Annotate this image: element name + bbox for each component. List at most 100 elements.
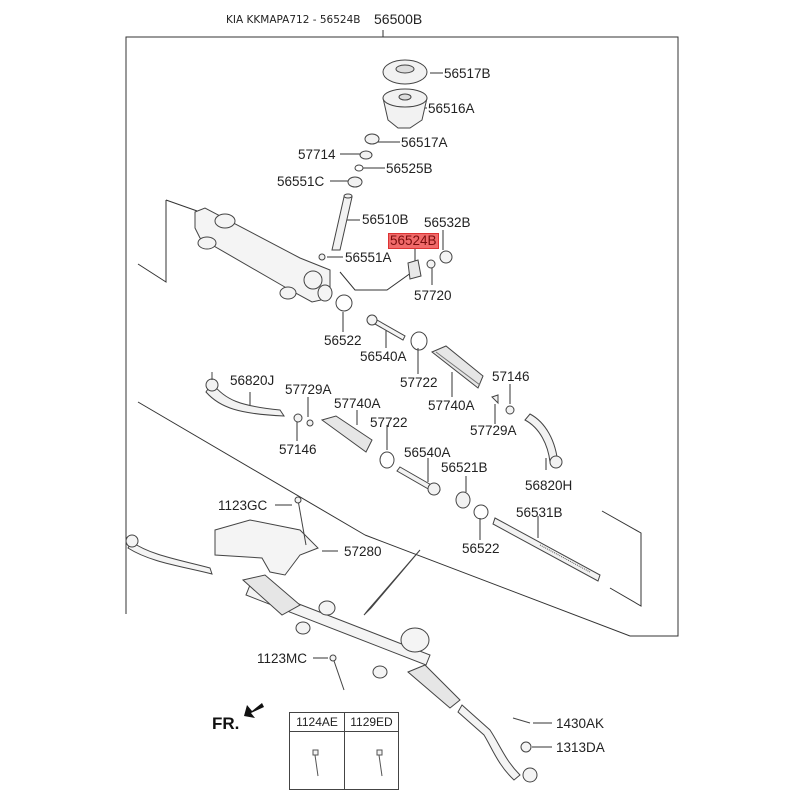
callout-57740A-right[interactable]: 57740A (428, 398, 475, 413)
callout-57146-left[interactable]: 57146 (279, 442, 317, 457)
mount-ear (214, 213, 236, 229)
callout-57280[interactable]: 57280 (344, 544, 382, 559)
part-56517A-bushing[interactable] (364, 133, 380, 145)
part-56524B-yoke[interactable] (407, 259, 422, 280)
mount-ear (197, 236, 217, 250)
callout-1123GC[interactable]: 1123GC (218, 498, 268, 513)
callout-56517A[interactable]: 56517A (401, 135, 448, 150)
callout-56522-upper[interactable]: 56522 (324, 333, 362, 348)
insulator-hole (398, 93, 412, 101)
part-56522-ring-upper[interactable] (335, 294, 353, 312)
callout-57714[interactable]: 57714 (298, 147, 336, 162)
part-56522-ring-low[interactable] (473, 504, 489, 520)
part-57722-clamp-left[interactable] (379, 451, 395, 469)
callout-56525B[interactable]: 56525B (386, 161, 433, 176)
part-57146-nut-left[interactable] (293, 413, 303, 423)
subassembly-outline (137, 200, 167, 283)
table-header-1129ED[interactable]: 1129ED (345, 713, 398, 732)
callout-57740A-left[interactable]: 57740A (334, 396, 381, 411)
callout-56551A[interactable]: 56551A (345, 250, 392, 265)
part-57740A-boot-left[interactable] (320, 415, 373, 453)
callout-56516A[interactable]: 56516A (428, 101, 475, 116)
mount-ear (279, 286, 297, 300)
bolt-1124AE-shank (314, 754, 319, 777)
part-57720-locknut[interactable] (426, 259, 436, 269)
part-1313DA-castle-nut[interactable] (520, 741, 532, 753)
callout-57729A-right[interactable]: 57729A (470, 423, 517, 438)
mount-ear (295, 621, 311, 635)
bolt-1129ED-shank (378, 754, 383, 777)
callout-56820J[interactable]: 56820J (230, 373, 275, 388)
callout-56820H[interactable]: 56820H (525, 478, 573, 493)
part-1430AK-cotter-pin[interactable] (512, 717, 531, 724)
direction-wedge (363, 549, 421, 616)
pinion-housing-assembled (400, 627, 430, 653)
callout-57722-left[interactable]: 57722 (370, 415, 408, 430)
part-56551C-seal[interactable] (347, 176, 363, 188)
part-56532B-plug[interactable] (439, 250, 453, 264)
callout-56517B[interactable]: 56517B (444, 66, 491, 81)
subassembly-edge (601, 510, 642, 607)
tie-rod-end-right-assembled[interactable] (457, 704, 521, 781)
mount-ear (372, 665, 388, 679)
pinion-tip (343, 193, 353, 199)
boot-right-assembled (407, 664, 461, 709)
part-56510B-pinion[interactable] (331, 196, 353, 251)
callout-56540A-lower[interactable]: 56540A (404, 445, 451, 460)
callout-56532B[interactable]: 56532B (424, 215, 471, 230)
housing-bore (317, 284, 333, 302)
callout-56510B[interactable]: 56510B (362, 212, 409, 227)
callout-57722-upper[interactable]: 57722 (400, 375, 438, 390)
frame-outline (125, 36, 679, 637)
boot-left-assembled (241, 574, 301, 616)
ball-joint (125, 534, 139, 548)
part-56521B-bushing[interactable] (455, 491, 471, 509)
front-direction-label: FR. (212, 714, 240, 733)
subassembly-edge (137, 401, 366, 536)
tie-rod-ball (427, 482, 441, 496)
part-57146-nut-right[interactable] (505, 405, 515, 415)
callout-57729A-left[interactable]: 57729A (285, 382, 332, 397)
bolt-head (329, 654, 337, 662)
part-57722-clamp-upper[interactable] (410, 331, 428, 351)
part-1123MC-bolt[interactable] (332, 657, 345, 691)
part-56525B-oring[interactable] (354, 164, 364, 172)
part-56551A-seal[interactable] (318, 253, 326, 261)
mount-ear (318, 600, 336, 616)
subassembly-edge (165, 199, 201, 213)
tie-rod-end-left-assembled[interactable] (127, 541, 213, 575)
part-57714-bushing[interactable] (359, 150, 373, 160)
ball-joint (205, 378, 219, 392)
part-1123GC-bolt[interactable] (297, 499, 307, 546)
front-arrow-icon (244, 703, 264, 718)
callout-57146-right[interactable]: 57146 (492, 369, 530, 384)
callout-56551C[interactable]: 56551C (277, 174, 325, 189)
tie-rod-ball (366, 314, 378, 326)
pinion-port (303, 270, 323, 290)
callout-56531B[interactable]: 56531B (516, 505, 563, 520)
bolt-head (294, 496, 302, 504)
fastener-table: 1124AE 1129ED (289, 712, 399, 790)
part-56531B-rack[interactable] (492, 517, 601, 582)
diagram-caption: KIA KKMAPA712 - 56524B (226, 14, 361, 26)
table-divider (344, 713, 345, 789)
callout-56524B-highlighted[interactable]: 56524B (388, 233, 439, 249)
part-57729A-clip-right[interactable] (491, 394, 499, 405)
callout-57720[interactable]: 57720 (414, 288, 452, 303)
callout-1313DA[interactable]: 1313DA (556, 740, 605, 755)
boot-ribs (435, 351, 481, 386)
subassembly-edge (364, 534, 631, 637)
callout-56522-lower[interactable]: 56522 (462, 541, 500, 556)
callout-1123MC[interactable]: 1123MC (257, 651, 308, 666)
callout-56521B[interactable]: 56521B (441, 460, 488, 475)
rack-teeth (539, 544, 591, 573)
callout-56500B[interactable]: 56500B (374, 11, 423, 27)
callout-56540A-upper[interactable]: 56540A (360, 349, 407, 364)
ball-joint (549, 455, 563, 469)
table-header-1124AE[interactable]: 1124AE (290, 713, 344, 732)
part-57729A-clip-left[interactable] (306, 419, 314, 427)
part-57280-heat-shield[interactable] (214, 519, 319, 576)
mount-hole (395, 64, 415, 74)
callout-1430AK[interactable]: 1430AK (556, 716, 605, 731)
